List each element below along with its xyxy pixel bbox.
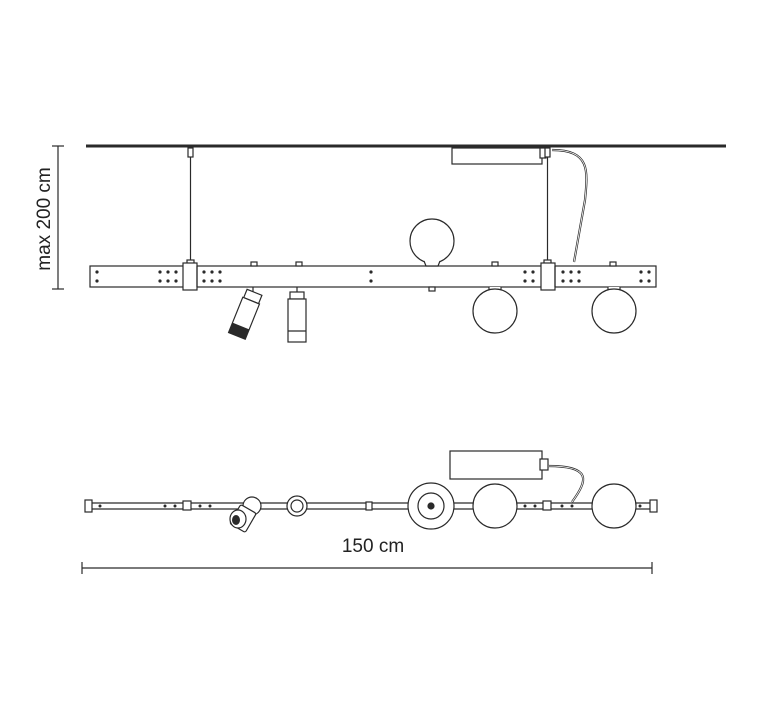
driver-box xyxy=(449,450,549,480)
globe-lamp-down xyxy=(591,483,637,529)
track-rivets xyxy=(95,270,651,283)
height-dimension-label: max 200 cm xyxy=(34,167,55,270)
width-dimension-line xyxy=(81,562,653,574)
suspension-wire-right xyxy=(543,147,552,268)
track-connectors-top xyxy=(250,261,617,267)
power-cable xyxy=(551,148,588,263)
elevation-view xyxy=(52,144,726,343)
spotlight-tilted xyxy=(227,287,263,341)
spotlight-straight xyxy=(287,287,307,343)
driver-box xyxy=(451,147,547,165)
globe-lamp-down xyxy=(591,287,637,334)
width-dimension-label: 150 cm xyxy=(342,536,404,557)
globe-lamp-down xyxy=(472,287,518,334)
plan-view xyxy=(81,450,658,574)
suspension-wire-left xyxy=(186,147,195,268)
globe-lamp-down xyxy=(472,483,518,529)
height-dimension-line xyxy=(52,145,64,290)
track-connectors-bottom xyxy=(428,286,436,292)
power-cable xyxy=(547,464,585,503)
track-bar xyxy=(84,499,658,513)
globe-lamp-up xyxy=(409,218,455,267)
spotlight-tilted xyxy=(229,496,262,533)
globe-lamp-up xyxy=(407,482,455,530)
track-bar xyxy=(89,262,657,291)
spotlight-straight xyxy=(286,495,308,517)
track-rivets xyxy=(98,504,642,508)
